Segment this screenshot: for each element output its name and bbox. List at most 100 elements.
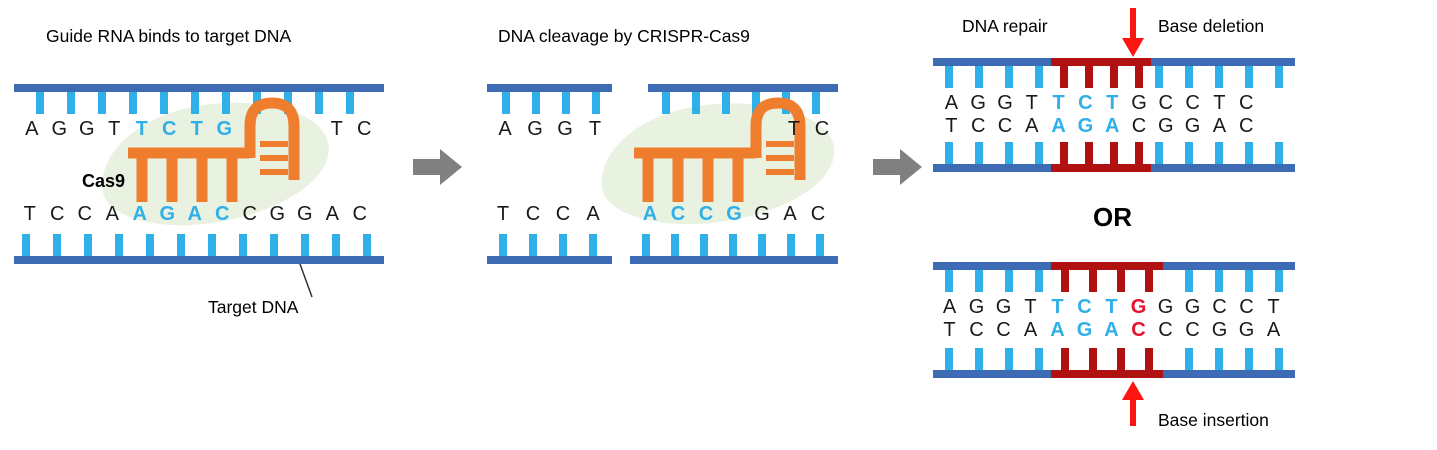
base-letter: A (25, 118, 39, 140)
base-letter: C (698, 203, 714, 225)
dna-tooth (642, 234, 650, 256)
base-letter: T (330, 118, 343, 140)
dna-tooth (1005, 142, 1013, 164)
base-letter: T (588, 118, 602, 140)
dna-tooth (208, 234, 216, 256)
dna-tooth (758, 234, 766, 256)
base-letter: A (498, 118, 512, 140)
dna-tooth (945, 270, 953, 292)
base-letter: G (1157, 115, 1174, 137)
repaired-tooth (1084, 142, 1093, 164)
cleaved-bottom-left-backbone (487, 234, 612, 264)
base-letter: A (942, 296, 957, 318)
base-insertion-arrow-icon (1122, 381, 1144, 426)
repaired-tooth (1145, 348, 1153, 370)
base-letter: A (783, 203, 797, 225)
dna-tooth (722, 92, 730, 114)
repaired-tooth (1109, 142, 1118, 164)
base-letter: T (1213, 92, 1226, 114)
base-deletion-arrow-icon (1122, 8, 1144, 57)
base-letter: C (352, 203, 367, 225)
repaired-tooth (1145, 270, 1153, 292)
base-letter: G (296, 203, 313, 225)
base-letter: A (1025, 115, 1039, 137)
base-letter: G (1076, 319, 1093, 341)
base-letter: A (1051, 115, 1066, 137)
or-label: OR (1093, 202, 1132, 232)
dna-tooth (1035, 142, 1043, 164)
base-letter: G (1131, 92, 1147, 114)
base-letter: A (105, 203, 119, 225)
dna-tooth (1215, 270, 1223, 292)
dna-tooth (700, 234, 708, 256)
dna-tooth (1275, 348, 1283, 370)
base-letter: G (159, 203, 176, 225)
dna-tooth (975, 66, 983, 88)
base-letter: A (325, 203, 339, 225)
dna-tooth (315, 92, 323, 114)
dna-tooth (532, 92, 540, 114)
dna-tooth (1275, 270, 1283, 292)
base-letter: A (642, 203, 658, 225)
dna-tooth (53, 234, 61, 256)
dna-tooth (945, 142, 953, 164)
base-letter: T (108, 118, 121, 140)
guide-rna-icon (128, 97, 300, 202)
base-letter: T (190, 118, 203, 140)
dna-tooth (729, 234, 737, 256)
repaired-tooth (1089, 270, 1097, 292)
dna-tooth (559, 234, 567, 256)
base-letter: T (1051, 296, 1064, 318)
dna-tooth (945, 66, 953, 88)
base-letter: T (943, 319, 956, 341)
dna-tooth (1035, 66, 1043, 88)
dna-tooth (562, 92, 570, 114)
repaired-bottom-backbone-insertion (933, 348, 1295, 378)
base-letter: A (1266, 319, 1281, 341)
dna-tooth (177, 234, 185, 256)
repaired-tooth (1084, 66, 1093, 88)
base-letter: C (969, 319, 984, 341)
base-letter: C (1238, 92, 1254, 114)
dna-tooth (1245, 270, 1253, 292)
base-letter: A (1104, 115, 1120, 137)
dna-tooth (1215, 348, 1223, 370)
repaired-tooth (1061, 348, 1069, 370)
dna-tooth (502, 92, 510, 114)
dna-tooth (146, 234, 154, 256)
base-letter: G (970, 92, 986, 114)
dna-tooth (1005, 270, 1013, 292)
base-letter: C (525, 203, 541, 225)
base-letter: G (269, 203, 286, 225)
dna-tooth (1035, 270, 1043, 292)
guide-rna-icon (634, 97, 806, 202)
dna-tooth (975, 348, 983, 370)
base-letter: G (557, 118, 573, 140)
dna-tooth (499, 234, 507, 256)
dna-tooth (671, 234, 679, 256)
cleaved-bottom-right-backbone (630, 234, 838, 264)
base-letter: A (1212, 115, 1227, 137)
base-letter: T (945, 115, 958, 137)
flow-arrow-icon (413, 149, 462, 185)
base-letter: T (496, 203, 510, 225)
repaired-backbone-segment (1051, 262, 1163, 270)
base-letter: G (997, 92, 1013, 114)
base-letter: T (23, 203, 36, 225)
dna-tooth (301, 234, 309, 256)
panel1-title: Guide RNA binds to target DNA (46, 26, 292, 46)
dna-tooth (1215, 142, 1223, 164)
dna-tooth (1185, 66, 1193, 88)
dna-tooth (812, 92, 820, 114)
cleaved-top-right-backbone (648, 84, 838, 114)
dna-tooth (975, 270, 983, 292)
dna-tooth (129, 92, 137, 114)
dna-tooth (270, 234, 278, 256)
dna-tooth (589, 234, 597, 256)
dna-tooth (1215, 66, 1223, 88)
repaired-tooth (1089, 348, 1097, 370)
dna-tooth (1245, 66, 1253, 88)
